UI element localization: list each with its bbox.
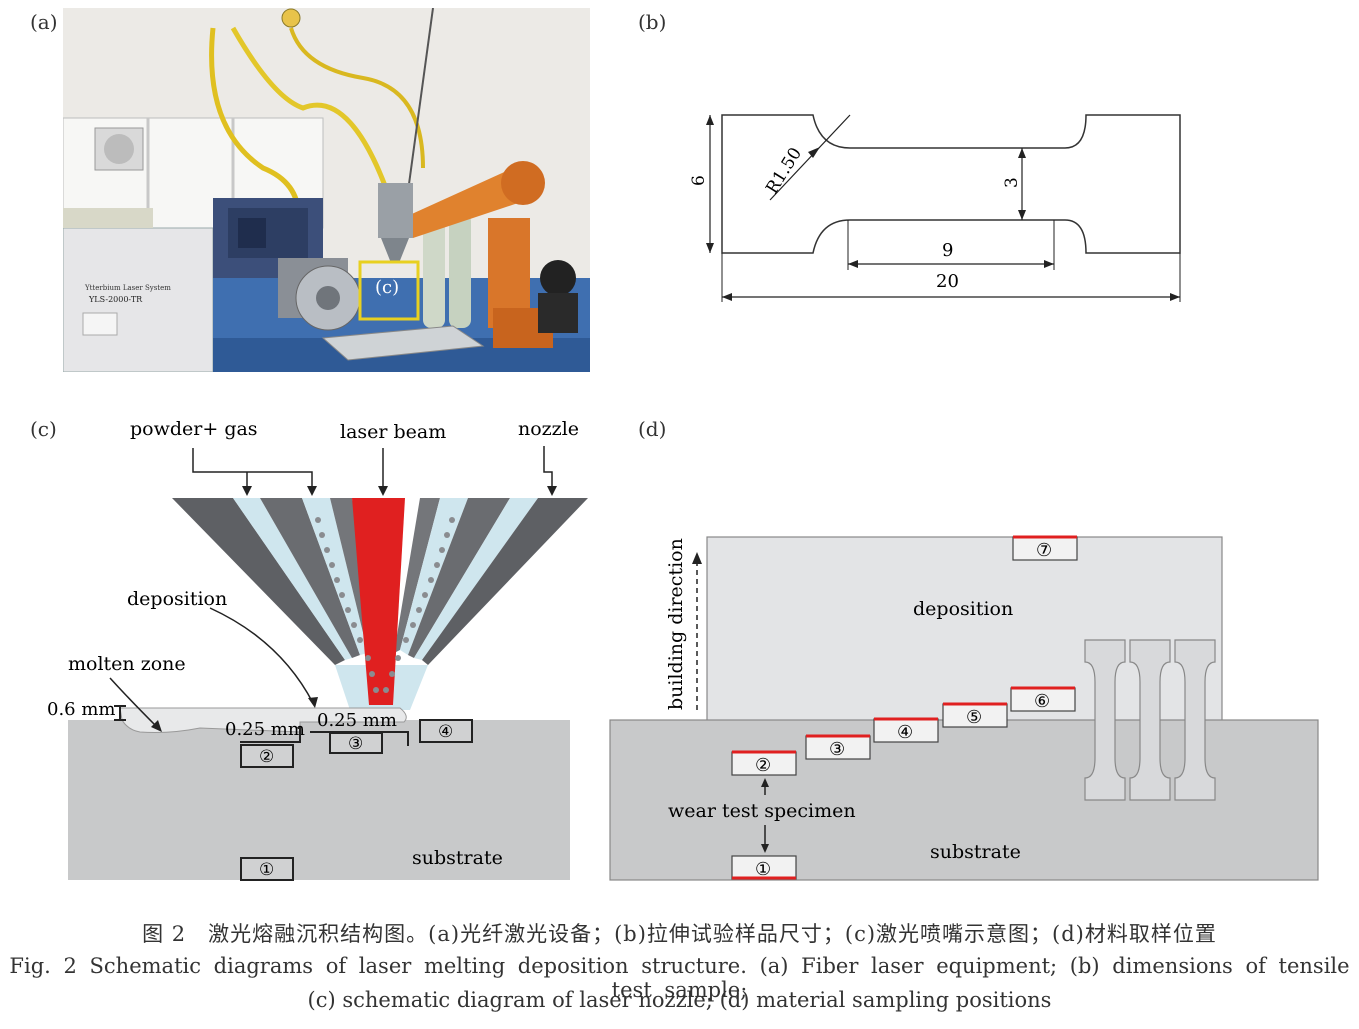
label-laser-beam: laser beam	[340, 421, 446, 443]
panel-a-label: (a)	[30, 10, 58, 34]
sample-d-6-label: ⑥	[1034, 691, 1050, 712]
sample-d-1-label: ①	[755, 859, 771, 880]
caption-chinese: 图 2 激光熔融沉积结构图。(a)光纤激光设备；(b)拉伸试验样品尺寸；(c)激…	[142, 922, 1217, 946]
label-powder-gas: powder+ gas	[130, 418, 258, 440]
specimen-outline	[721, 114, 1181, 254]
label-wear-test-specimen: wear test specimen	[668, 800, 856, 822]
label-substrate-c: substrate	[412, 847, 503, 869]
sample-c-3-label: ③	[348, 734, 363, 754]
label-deposition-c: deposition	[127, 588, 227, 610]
sample-d-3-label: ③	[829, 739, 845, 760]
dim-radius: R1.50	[762, 144, 806, 198]
panel-d-diagram: building direction deposition ⑦ ⑥ ⑤ ④	[600, 520, 1340, 890]
panel-a-photo: Ytterbium Laser System YLS-2000-TR (c)	[62, 7, 590, 373]
label-molten-zone: molten zone	[68, 653, 186, 675]
panel-b-label: (b)	[638, 10, 667, 34]
unit-label-1: Ytterbium Laser System	[84, 284, 171, 292]
label-building-direction: building direction	[665, 538, 687, 710]
sample-c-3	[329, 732, 383, 754]
laser-equipment-photo: Ytterbium Laser System YLS-2000-TR (c)	[62, 7, 590, 373]
sample-c-1-label: ①	[259, 860, 274, 880]
substrate-c	[68, 720, 570, 880]
sample-c-4-label: ④	[438, 722, 453, 742]
sample-d-4-label: ④	[897, 722, 913, 743]
dim-06mm: 0.6 mm	[47, 699, 115, 720]
sampling-positions-diagram: building direction deposition ⑦ ⑥ ⑤ ④	[609, 535, 1319, 881]
sample-c-4	[419, 719, 473, 743]
caption-english-line2: (c) schematic diagram of laser nozzle; (…	[307, 988, 1052, 1012]
panel-b-drawing: 6 R1.50 3 9 20	[680, 90, 1210, 320]
panel-c-label: (c)	[30, 417, 57, 441]
label-substrate-d: substrate	[930, 841, 1021, 863]
sample-c-2-label: ②	[259, 747, 274, 767]
tensile-sample-diagram: 6 R1.50 3 9 20	[689, 114, 1181, 302]
sample-c-1	[240, 857, 294, 881]
panel-c-diagram: powder+ gas laser beam nozzle	[0, 410, 600, 890]
label-deposition-d: deposition	[913, 598, 1013, 620]
caption-english-line1: Fig. 2 Schematic diagrams of laser melti…	[9, 954, 1350, 1002]
panel-d-label: (d)	[638, 417, 667, 441]
deposition-block	[706, 536, 1223, 723]
unit-label-2: YLS-2000-TR	[88, 295, 143, 304]
nozzle-schematic: powder+ gas laser beam nozzle	[47, 418, 588, 881]
dim-025mm-right: 0.25 mm	[317, 710, 397, 731]
dim-total: 20	[936, 271, 959, 292]
dim-gauge: 9	[942, 240, 953, 261]
label-nozzle: nozzle	[518, 418, 579, 440]
sample-d-5-label: ⑤	[966, 707, 982, 728]
sample-c-2	[240, 744, 294, 768]
dim-025mm-left: 0.25 mm	[225, 719, 305, 740]
laser-beam-shape	[352, 498, 405, 705]
dim-height: 6	[689, 175, 709, 186]
sample-d-7-label: ⑦	[1036, 540, 1052, 561]
dim-neck: 3	[1002, 177, 1022, 188]
sample-d-2-label: ②	[755, 755, 771, 776]
inset-label: (c)	[375, 277, 399, 298]
